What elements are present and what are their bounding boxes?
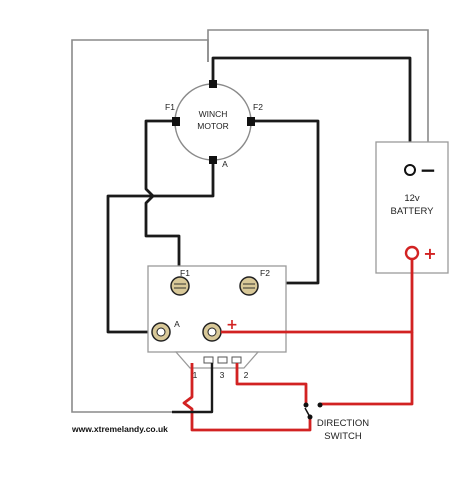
outer-frame xyxy=(71,29,429,413)
solenoid-block: F1 F2 A xyxy=(147,265,287,369)
solenoid-terminal-f1 xyxy=(170,276,190,296)
battery-voltage: 12v xyxy=(404,193,420,204)
motor-label-f1: F1 xyxy=(165,102,175,112)
switch-label-line1: DIRECTION xyxy=(317,418,369,429)
wire-pin1-to-switch xyxy=(182,363,312,432)
battery: − 12v BATTERY + xyxy=(375,141,449,274)
wire-motor-f2-to-solenoid-f2 xyxy=(255,119,320,285)
pin-label-1: 1 xyxy=(193,370,198,380)
battery-negative-terminal xyxy=(404,164,416,176)
website-url: www.xtremelandy.co.uk xyxy=(71,424,168,434)
pin-label-2: 2 xyxy=(244,370,249,380)
wire-motor-f1-to-solenoid-f1 xyxy=(144,119,181,278)
solenoid-connector-tab xyxy=(174,351,260,369)
battery-negative-sign: − xyxy=(420,158,437,182)
wire-motor-to-battery-negative xyxy=(211,56,412,170)
solenoid-terminal-f2 xyxy=(239,276,259,296)
solenoid-terminal-positive xyxy=(202,322,222,342)
wire-pin2-to-switch xyxy=(235,363,308,404)
motor-terminal-f2 xyxy=(247,117,255,126)
black-wiring xyxy=(106,56,412,334)
motor-label-line2: MOTOR xyxy=(197,121,228,131)
pin-label-3: 3 xyxy=(220,370,225,380)
motor-label-f2: F2 xyxy=(253,102,263,112)
switch-label-line2: SWITCH xyxy=(324,431,362,442)
solenoid-label-a: A xyxy=(174,319,180,329)
motor-terminal-top xyxy=(209,80,217,88)
motor-terminal-f1 xyxy=(172,117,180,126)
motor-terminal-a xyxy=(209,156,217,164)
wire-pin3-to-frame xyxy=(172,363,214,414)
battery-label: BATTERY xyxy=(391,206,435,217)
motor-label-a: A xyxy=(222,159,228,169)
red-wiring xyxy=(182,259,414,432)
solenoid-label-f1: F1 xyxy=(180,268,190,278)
direction-switch: DIRECTION SWITCH xyxy=(303,402,369,442)
battery-positive-terminal xyxy=(404,245,420,261)
solenoid-positive-sign: + xyxy=(226,317,238,333)
solenoid-terminal-a xyxy=(151,322,171,342)
wire-battery-positive-to-switch xyxy=(320,332,414,406)
switch-contact-right xyxy=(317,402,323,408)
solenoid-label-f2: F2 xyxy=(260,268,270,278)
wire-motor-a-to-solenoid-a xyxy=(106,162,215,334)
switch-contact-left xyxy=(303,402,309,408)
motor-label-line1: WINCH xyxy=(199,109,228,119)
winch-motor: WINCH MOTOR F1 F2 A xyxy=(165,80,263,169)
battery-positive-sign: + xyxy=(423,244,436,263)
